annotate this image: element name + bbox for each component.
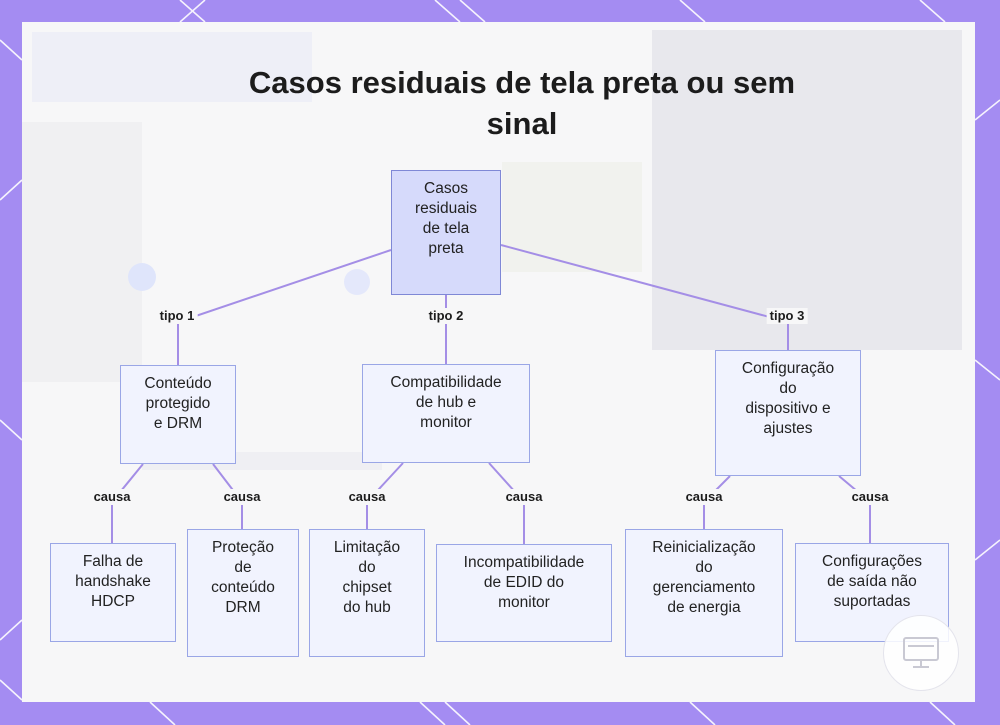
edge-label-causa-5: causa bbox=[683, 489, 726, 505]
node-type-1-line: Conteúdo bbox=[144, 374, 211, 394]
brand-badge bbox=[883, 615, 959, 691]
node-cause-3-line: do hub bbox=[334, 598, 400, 618]
node-type-2: Compatibilidade de hub e monitor bbox=[362, 364, 530, 463]
node-root-line: preta bbox=[415, 239, 477, 259]
node-cause-2-line: Proteção bbox=[211, 538, 275, 558]
node-cause-5: Reinicialização do gerenciamento de ener… bbox=[625, 529, 783, 657]
edge-label-causa-2: causa bbox=[221, 489, 264, 505]
node-type-3: Configuração do dispositivo e ajustes bbox=[715, 350, 861, 476]
node-cause-1-line: Falha de bbox=[75, 552, 151, 572]
edge-type3-cause6 bbox=[839, 476, 870, 543]
node-type-1: Conteúdo protegido e DRM bbox=[120, 365, 236, 464]
node-type-3-line: Configuração bbox=[742, 359, 834, 379]
node-type-3-line: ajustes bbox=[742, 419, 834, 439]
node-cause-3-line: Limitação bbox=[334, 538, 400, 558]
node-cause-3-line: chipset bbox=[334, 578, 400, 598]
node-cause-4-line: Incompatibilidade bbox=[464, 553, 585, 573]
node-cause-5-line: gerenciamento bbox=[652, 578, 755, 598]
edge-label-tipo-1: tipo 1 bbox=[157, 308, 198, 324]
edge-label-causa-6: causa bbox=[849, 489, 892, 505]
node-type-3-line: dispositivo e bbox=[742, 399, 834, 419]
node-cause-6-line: suportadas bbox=[822, 592, 922, 612]
node-type-2-line: monitor bbox=[390, 413, 501, 433]
node-type-1-line: e DRM bbox=[144, 414, 211, 434]
node-cause-3: Limitação do chipset do hub bbox=[309, 529, 425, 657]
node-cause-5-line: de energia bbox=[652, 598, 755, 618]
node-cause-1-line: HDCP bbox=[75, 592, 151, 612]
node-cause-5-line: Reinicialização bbox=[652, 538, 755, 558]
diagram-panel: Casos residuais de tela preta ou sem sin… bbox=[22, 22, 975, 702]
node-cause-1-line: handshake bbox=[75, 572, 151, 592]
node-root-line: residuais bbox=[415, 199, 477, 219]
edge-label-causa-4: causa bbox=[503, 489, 546, 505]
edge-label-causa-1: causa bbox=[91, 489, 134, 505]
node-cause-2-line: DRM bbox=[211, 598, 275, 618]
node-type-2-line: Compatibilidade bbox=[390, 373, 501, 393]
monitor-icon bbox=[884, 616, 958, 690]
edge-root-type-3 bbox=[501, 245, 788, 350]
node-type-2-line: de hub e bbox=[390, 393, 501, 413]
node-cause-4-line: monitor bbox=[464, 593, 585, 613]
node-cause-4: Incompatibilidade de EDID do monitor bbox=[436, 544, 612, 642]
node-root-line: de tela bbox=[415, 219, 477, 239]
node-cause-6-line: de saída não bbox=[822, 572, 922, 592]
edge-label-tipo-2: tipo 2 bbox=[426, 308, 467, 324]
node-type-1-line: protegido bbox=[144, 394, 211, 414]
node-cause-5-line: do bbox=[652, 558, 755, 578]
node-type-3-line: do bbox=[742, 379, 834, 399]
node-cause-2-line: conteúdo bbox=[211, 578, 275, 598]
edge-label-tipo-3: tipo 3 bbox=[767, 308, 808, 324]
node-cause-2-line: de bbox=[211, 558, 275, 578]
node-cause-1: Falha de handshake HDCP bbox=[50, 543, 176, 642]
node-cause-6-line: Configurações bbox=[822, 552, 922, 572]
node-cause-2: Proteção de conteúdo DRM bbox=[187, 529, 299, 657]
edge-label-causa-3: causa bbox=[346, 489, 389, 505]
edge-root-type-1 bbox=[178, 250, 391, 365]
node-root: Casos residuais de tela preta bbox=[391, 170, 501, 295]
node-cause-4-line: de EDID do bbox=[464, 573, 585, 593]
node-cause-3-line: do bbox=[334, 558, 400, 578]
node-root-line: Casos bbox=[415, 179, 477, 199]
